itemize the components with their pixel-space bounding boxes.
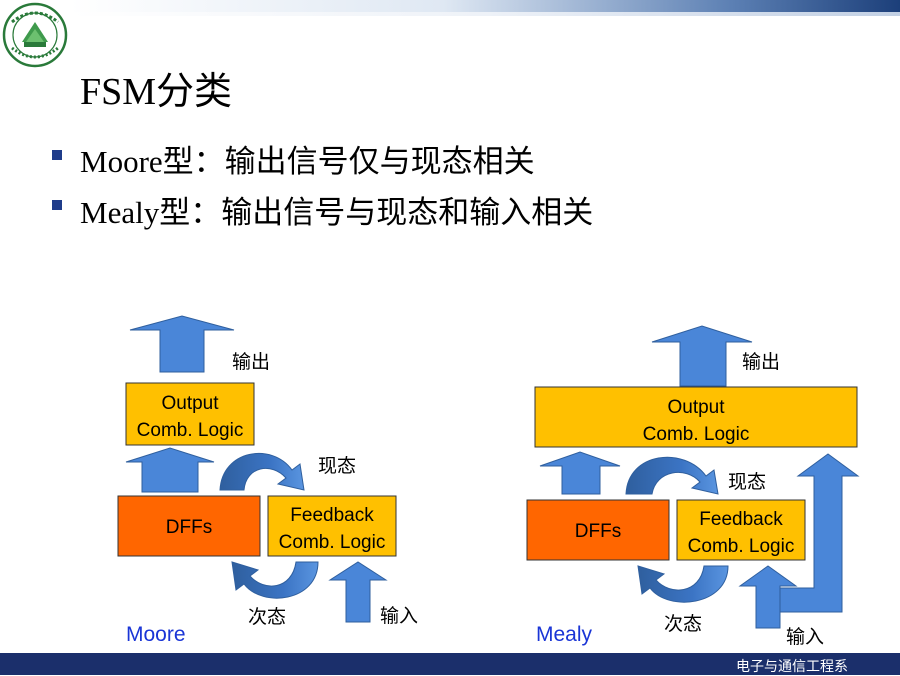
output-arrow-icon [129, 315, 235, 373]
mealy-feedback-line2: Comb. Logic [688, 536, 795, 557]
moore-present-label: 现态 [318, 455, 356, 477]
mealy-input-label: 输入 [786, 626, 824, 648]
input-arrow-icon [328, 561, 388, 623]
mealy-dff-box [526, 499, 670, 561]
mealy-present-label: 现态 [728, 471, 766, 493]
present-state-curve-arrow-icon [219, 452, 305, 491]
output-arrow-icon [651, 325, 753, 387]
mealy-model-label: Mealy [536, 623, 593, 646]
moore-feedback-line2: Comb. Logic [279, 532, 386, 553]
moore-model-label: Moore [126, 623, 186, 646]
mealy-output-box [534, 386, 858, 448]
next-state-curve-arrow-icon [637, 565, 729, 603]
mealy-dff-label: DFFs [575, 521, 621, 542]
moore-next-label: 次态 [248, 606, 286, 628]
bullet-marker [52, 200, 62, 210]
bullet-mealy: Mealy型：输出信号与现态和输入相关 [80, 195, 594, 230]
moore-feedback-line1: Feedback [290, 505, 374, 526]
moore-diagram: 输出 Output Comb. Logic 现态 DFFs Feedback C… [117, 315, 418, 646]
moore-output-label: 输出 [232, 351, 270, 373]
moore-output-box-line1: Output [161, 393, 219, 414]
moore-input-label: 输入 [380, 605, 418, 627]
moore-dff-label: DFFs [166, 517, 212, 538]
bullet-moore: Moore型：输出信号仅与现态相关 [80, 144, 535, 179]
mealy-feedback-box [676, 499, 806, 561]
mealy-next-label: 次态 [664, 613, 702, 635]
input-to-output-arrow-icon [779, 453, 860, 628]
moore-feedback-box [267, 495, 397, 557]
moore-output-box [125, 382, 255, 446]
mealy-output-box-line2: Comb. Logic [643, 424, 750, 445]
university-seal-logo [2, 2, 68, 68]
present-state-curve-arrow-icon [625, 456, 719, 495]
moore-dff-box [117, 495, 261, 557]
footer-department: 电子与通信工程系 [736, 659, 848, 675]
header-gradient-bar [70, 0, 900, 12]
slide-title: FSM分类 [80, 71, 233, 113]
moore-output-box-line2: Comb. Logic [137, 420, 244, 441]
dff-to-output-arrow-icon [125, 447, 215, 493]
mealy-feedback-line1: Feedback [699, 509, 783, 530]
mealy-output-box-line1: Output [667, 397, 725, 418]
mealy-diagram: 输出 Output Comb. Logic 现态 DFFs Feedback C… [526, 325, 860, 648]
bullet-marker [52, 150, 62, 160]
dff-to-output-arrow-icon [539, 451, 621, 495]
mealy-output-label: 输出 [742, 351, 780, 373]
footer-bar [0, 653, 900, 675]
header-gradient-strip [70, 12, 900, 16]
next-state-curve-arrow-icon [231, 561, 319, 599]
